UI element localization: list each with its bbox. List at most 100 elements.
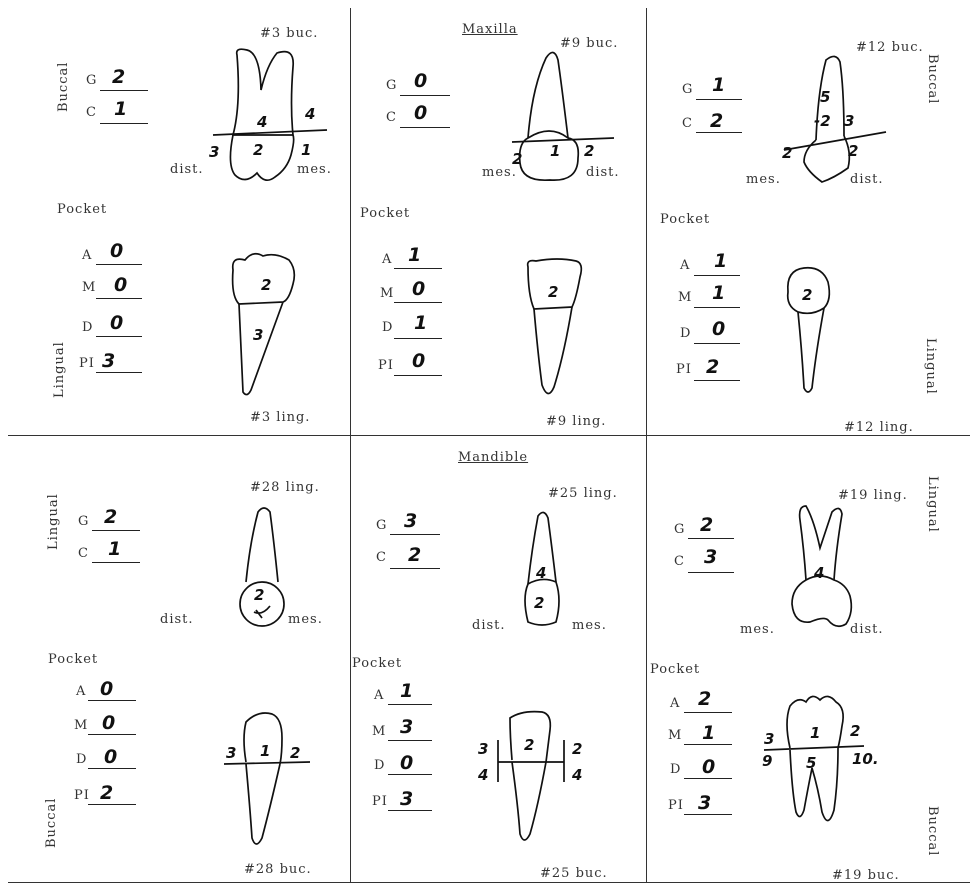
c-value: 1 xyxy=(114,98,127,120)
m-letter: M xyxy=(678,290,692,305)
mes-label: mes. xyxy=(740,622,775,637)
tooth-ling-label: #12 ling. xyxy=(844,420,914,435)
a-underline xyxy=(694,275,740,276)
pl-underline xyxy=(394,375,442,376)
dist-label: dist. xyxy=(160,612,194,627)
pocket-pl-value: 3 xyxy=(102,350,115,372)
pocket-label: Pocket xyxy=(660,212,710,227)
svg-text:2: 2 xyxy=(850,722,860,740)
c-value: 1 xyxy=(108,538,121,560)
cell-tooth-28: Lingual #28 ling. G 2 C 1 2 dist. mes. P… xyxy=(0,436,350,882)
d-underline xyxy=(684,778,732,779)
m-letter: M xyxy=(372,724,386,739)
pocket-a-value: 0 xyxy=(110,240,123,262)
d-letter: D xyxy=(374,758,385,773)
cell-tooth-25: Mandible #25 ling. G 3 C 2 4 2 dist. mes… xyxy=(350,436,646,882)
svg-text:2: 2 xyxy=(848,142,858,160)
pl-letter: PI xyxy=(668,798,684,813)
mes-label: mes. xyxy=(297,162,332,177)
pocket-d-value: 1 xyxy=(414,312,427,334)
svg-text:4: 4 xyxy=(304,105,315,123)
m-letter: M xyxy=(380,286,394,301)
pl-letter: PI xyxy=(74,788,90,803)
a-letter: A xyxy=(670,696,680,711)
d-underline xyxy=(694,343,740,344)
svg-text:4: 4 xyxy=(535,564,546,582)
tooth-ling-label: #28 ling. xyxy=(250,480,320,495)
dist-label: dist. xyxy=(586,165,620,180)
tooth-buc-label: #28 buc. xyxy=(244,862,312,877)
svg-text:3: 3 xyxy=(226,744,236,762)
pl-underline xyxy=(388,810,432,811)
pocket-label: Pocket xyxy=(48,652,98,667)
svg-text:10.: 10. xyxy=(852,750,879,768)
svg-text:4: 4 xyxy=(477,766,488,784)
pl-underline xyxy=(88,804,136,805)
pl-letter: PI xyxy=(372,794,388,809)
g-underline xyxy=(688,538,734,539)
pocket-a-value: 0 xyxy=(100,678,113,700)
pocket-label: Pocket xyxy=(352,656,402,671)
pocket-d-value: 0 xyxy=(702,756,715,778)
pocket-label: Pocket xyxy=(57,202,107,217)
side-label-buccal: Buccal xyxy=(925,54,940,104)
c-value: 0 xyxy=(414,102,427,124)
a-underline xyxy=(88,700,136,701)
m-underline xyxy=(96,298,142,299)
tooth-ling-label: #3 ling. xyxy=(250,410,310,425)
pocket-pl-value: 0 xyxy=(412,350,425,372)
c-value: 2 xyxy=(408,544,421,566)
d-letter: D xyxy=(76,752,87,767)
g-letter: G xyxy=(376,518,387,533)
pocket-label: Pocket xyxy=(650,662,700,677)
svg-text:5: 5 xyxy=(820,88,830,106)
c-underline xyxy=(400,127,450,128)
a-underline xyxy=(96,264,142,265)
mes-label: mes. xyxy=(288,612,323,627)
pocket-m-value: 3 xyxy=(400,716,413,738)
svg-text:2: 2 xyxy=(572,740,582,758)
dist-label: dist. xyxy=(850,622,884,637)
c-underline xyxy=(92,562,140,563)
cell-tooth-3: Buccal #3 buc. G 2 C 1 4 4 2 3 1 dist. m… xyxy=(0,0,350,435)
g-underline xyxy=(100,90,148,91)
svg-text:4: 4 xyxy=(256,113,267,131)
c-letter: C xyxy=(376,550,387,565)
c-letter: C xyxy=(386,110,397,125)
pocket-a-value: 1 xyxy=(408,244,421,266)
pocket-d-value: 0 xyxy=(104,746,117,768)
pocket-pl-value: 3 xyxy=(400,788,413,810)
side-label-lingual: Lingual xyxy=(52,341,67,398)
pl-letter: PI xyxy=(676,362,692,377)
svg-text:2: 2 xyxy=(782,144,792,162)
d-letter: D xyxy=(670,762,681,777)
m-underline xyxy=(684,744,732,745)
svg-text:-2: -2 xyxy=(814,112,831,130)
g-underline xyxy=(92,530,140,531)
pl-underline xyxy=(684,814,732,815)
pocket-m-value: 1 xyxy=(702,722,715,744)
svg-text:1: 1 xyxy=(301,141,311,159)
g-letter: G xyxy=(386,78,397,93)
g-underline xyxy=(390,534,440,535)
svg-text:2: 2 xyxy=(261,276,271,294)
g-value: 0 xyxy=(414,70,427,92)
pocket-label: Pocket xyxy=(360,206,410,221)
pocket-m-value: 0 xyxy=(114,274,127,296)
pl-letter: PI xyxy=(378,358,394,373)
c-underline xyxy=(696,132,742,133)
mes-label: mes. xyxy=(572,618,607,633)
side-label-buccal: Buccal xyxy=(56,62,71,112)
svg-text:2: 2 xyxy=(524,736,534,754)
svg-text:3: 3 xyxy=(209,143,219,161)
mes-label: mes. xyxy=(482,165,517,180)
svg-text:9: 9 xyxy=(762,752,772,770)
section-title-maxilla: Maxilla xyxy=(462,22,518,37)
svg-text:1: 1 xyxy=(810,724,820,742)
svg-text:2: 2 xyxy=(290,744,300,762)
m-underline xyxy=(88,734,136,735)
dist-label: dist. xyxy=(472,618,506,633)
side-label-lingual: Lingual xyxy=(923,338,938,395)
pl-underline xyxy=(694,380,740,381)
side-label-buccal: Buccal xyxy=(925,806,940,856)
